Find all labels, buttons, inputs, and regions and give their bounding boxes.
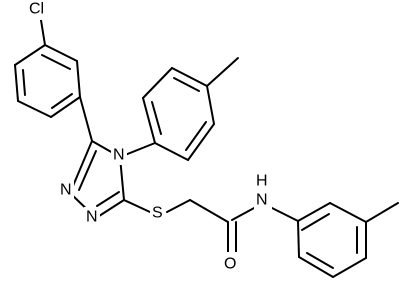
bond	[332, 257, 367, 278]
bond	[44, 44, 78, 62]
atom-label-bg	[28, 0, 50, 20]
bond	[123, 199, 151, 213]
bond	[78, 150, 97, 191]
atom-n-ring-bottom: N	[86, 209, 98, 226]
bond	[142, 97, 156, 144]
bond	[297, 220, 300, 258]
bond	[231, 206, 257, 221]
bond	[298, 256, 334, 278]
bond	[173, 77, 200, 92]
bond	[22, 69, 26, 96]
atom-label-bg	[111, 145, 127, 165]
atom-s: S	[152, 205, 163, 222]
bond	[76, 60, 81, 98]
bond	[142, 67, 173, 99]
bond	[301, 213, 330, 231]
atom-label-bg	[222, 252, 242, 276]
bond	[14, 44, 46, 66]
bond	[171, 67, 208, 87]
atom-label-bg	[254, 170, 272, 212]
bond	[206, 85, 215, 125]
bond	[269, 206, 299, 222]
atom-label-bg	[58, 180, 74, 200]
atom-o: O	[224, 256, 236, 273]
bonds	[14, 13, 399, 278]
bond	[79, 96, 93, 142]
bond	[51, 93, 73, 109]
atom-label-bg	[84, 207, 100, 227]
bond	[95, 199, 125, 219]
bond	[187, 123, 215, 161]
bond	[96, 191, 120, 207]
atom-labels: Cl N N N S O N H	[28, 0, 272, 276]
bond	[154, 142, 189, 161]
bond	[206, 57, 239, 87]
bond	[166, 199, 191, 213]
atom-nh-n: N	[256, 192, 268, 209]
bond	[297, 202, 331, 222]
bond	[151, 101, 162, 135]
atom-n-ring-left: N	[60, 182, 72, 199]
atom-n-ring-top: N	[113, 147, 125, 164]
bond	[306, 252, 334, 269]
atom-nh-h: H	[256, 173, 268, 190]
bond	[17, 100, 52, 118]
bond	[50, 96, 81, 118]
bond	[189, 199, 229, 223]
bond	[41, 54, 71, 70]
bond	[14, 64, 19, 102]
bond	[365, 202, 399, 223]
atom-label-bg	[150, 202, 166, 224]
atom-cl: Cl	[29, 1, 44, 18]
bond	[329, 202, 367, 223]
bond	[185, 121, 207, 151]
